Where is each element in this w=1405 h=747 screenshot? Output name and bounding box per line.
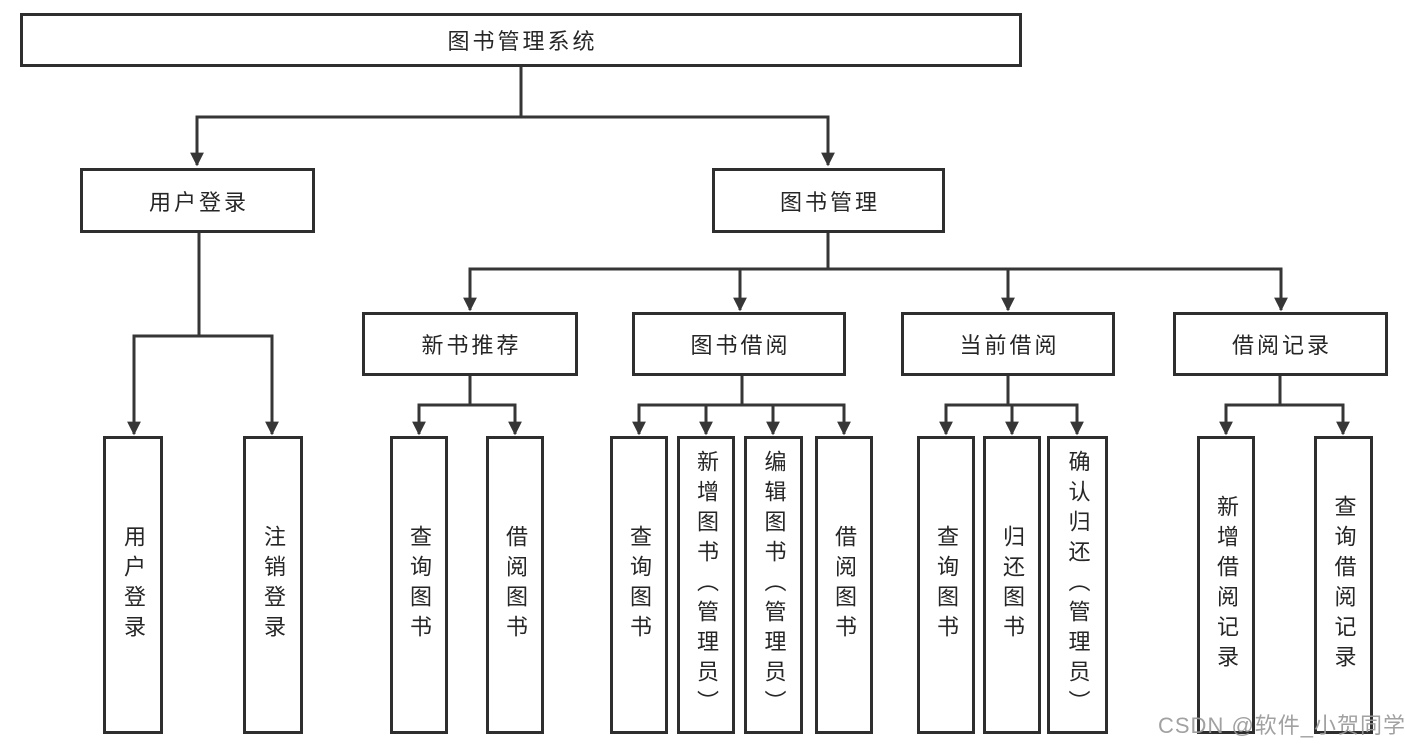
leaf-edit-book-admin-label: 编辑图书（管理员） [761, 450, 787, 720]
leaf-return-book: 归还图书 [983, 436, 1041, 734]
leaf-add-borrow-record: 新增借阅记录 [1197, 436, 1255, 734]
leaf-confirm-return-admin: 确认归还（管理员） [1047, 436, 1108, 734]
rail-borrowing-records [1226, 376, 1343, 405]
leaf-confirm-return-admin-label: 确认归还（管理员） [1065, 450, 1091, 720]
rail-current-borrowing [946, 376, 1077, 405]
node-book-borrowing: 图书借阅 [632, 312, 846, 376]
leaf-return-book-label: 归还图书 [1000, 525, 1025, 645]
leaf-logout: 注销登录 [243, 436, 303, 734]
leaf-add-borrow-record-label: 新增借阅记录 [1214, 495, 1239, 675]
leaf-borrow-books-recommend: 借阅图书 [486, 436, 544, 734]
leaf-query-borrow-record: 查询借阅记录 [1314, 436, 1373, 734]
rail-user-login [134, 233, 272, 336]
leaf-user-login: 用户登录 [103, 436, 163, 734]
leaf-query-borrow-record-label: 查询借阅记录 [1331, 495, 1357, 675]
leaf-add-book-admin-label: 新增图书（管理员） [694, 450, 719, 720]
node-current-borrowing: 当前借阅 [901, 312, 1115, 376]
rail-new-book-recommend [419, 376, 515, 405]
leaf-query-books-borrowing: 查询图书 [610, 436, 668, 734]
rail-book-management [470, 233, 1281, 269]
node-borrowing-records: 借阅记录 [1173, 312, 1388, 376]
rail-book-borrowing [639, 376, 844, 405]
leaf-borrow-books-label: 借阅图书 [832, 525, 857, 645]
leaf-query-books-borrowing-label: 查询图书 [627, 525, 652, 645]
node-book-management: 图书管理 [712, 168, 945, 233]
leaf-edit-book-admin: 编辑图书（管理员） [744, 436, 803, 734]
leaf-user-login-label: 用户登录 [121, 525, 146, 645]
node-root: 图书管理系统 [20, 13, 1022, 67]
csdn-watermark: CSDN @软件_小贺同学 [1158, 713, 1405, 738]
leaf-query-books-recommend: 查询图书 [390, 436, 448, 734]
leaf-query-books-current-label: 查询图书 [934, 525, 959, 645]
rail-root [197, 65, 828, 117]
leaf-add-book-admin: 新增图书（管理员） [677, 436, 735, 734]
leaf-query-books-recommend-label: 查询图书 [407, 525, 432, 645]
leaf-borrow-books: 借阅图书 [815, 436, 873, 734]
node-user-login: 用户登录 [80, 168, 315, 233]
leaf-borrow-books-recommend-label: 借阅图书 [503, 525, 528, 645]
node-new-book-recommend: 新书推荐 [362, 312, 578, 376]
leaf-query-books-current: 查询图书 [917, 436, 975, 734]
leaf-logout-label: 注销登录 [261, 525, 286, 645]
